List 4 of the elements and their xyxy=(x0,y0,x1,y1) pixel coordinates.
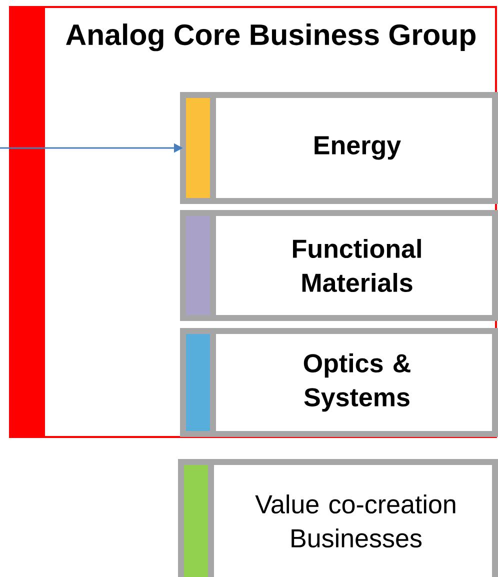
business-box: Optics & Systems xyxy=(180,328,498,437)
business-box: Value co-creation Businesses xyxy=(178,459,498,577)
business-box: Energy xyxy=(180,92,498,204)
business-box: Functional Materials xyxy=(180,210,498,321)
